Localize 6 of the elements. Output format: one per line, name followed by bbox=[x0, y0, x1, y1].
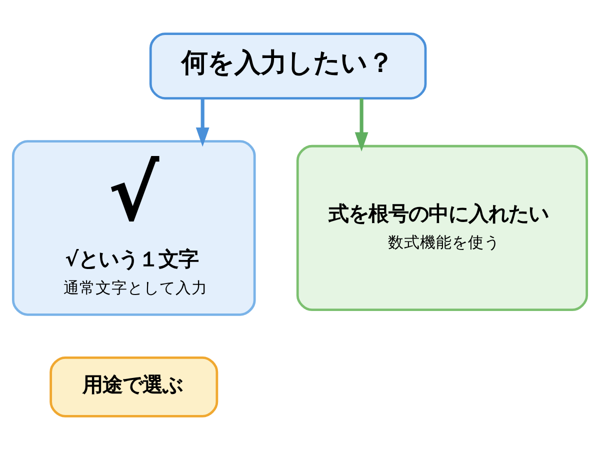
node-box: √ √という１文字 通常文字として入力 bbox=[12, 140, 256, 316]
node-box: 式を根号の中に入れたい 数式機能を使う bbox=[296, 144, 588, 312]
node-box: 用途で選ぶ bbox=[50, 356, 218, 418]
arrow bbox=[354, 98, 368, 152]
arrow bbox=[196, 98, 210, 147]
node-box: 何を入力したい？ bbox=[149, 32, 427, 100]
